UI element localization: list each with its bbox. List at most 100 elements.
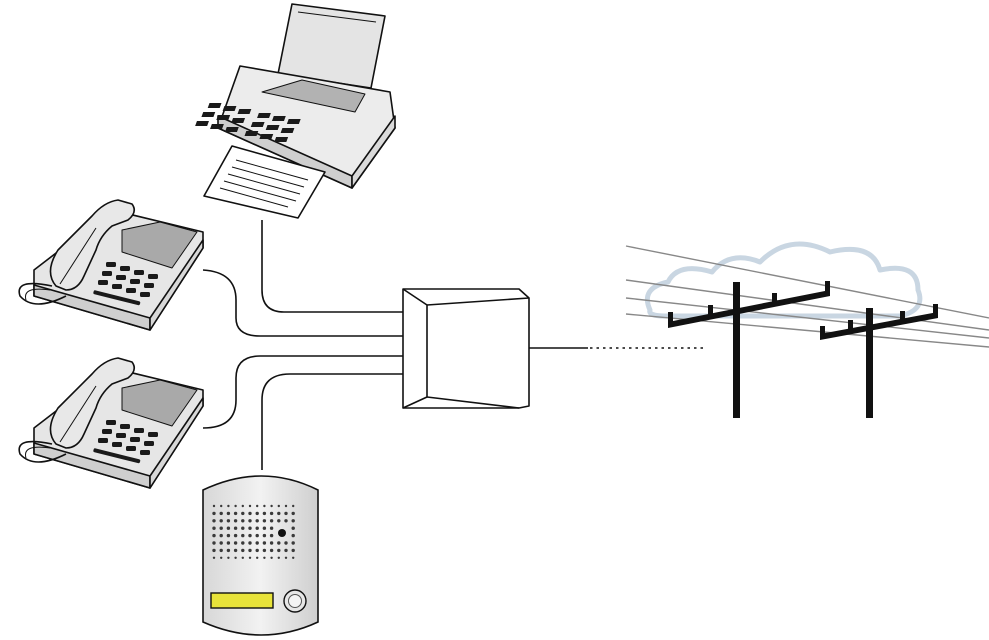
grille-hole [212,541,216,545]
grille-hole [269,548,274,553]
grille-hole [219,533,223,538]
desk-telephone-1 [18,199,204,331]
grille-hole [277,511,281,516]
desk-telephone-2 [18,357,204,489]
grille-hole [219,526,223,530]
grille-hole [277,541,281,545]
grille-hole [291,526,295,530]
grille-hole [212,533,216,538]
grille-hole [212,526,216,530]
grille-hole [255,526,259,530]
grille-hole [263,504,266,508]
grille-hole [262,541,267,545]
grille-hole [284,504,288,508]
grille-hole [233,519,238,523]
cable-phone2 [202,355,403,429]
grille-hole [292,556,295,559]
grille-hole [212,519,216,523]
utility-pole-2 [820,304,938,418]
grille-hole [262,511,267,516]
fax-machine [195,3,396,219]
door-intercom-station [202,475,319,636]
cable-doorphone [261,373,403,470]
grille-hole [269,541,274,545]
grille-hole [219,511,223,516]
grille-hole [241,548,245,553]
grille-hole [262,519,267,523]
grille-hole [291,519,295,523]
grille-hole [227,504,230,508]
grille-hole [262,526,267,530]
grille-hole [256,504,259,508]
grille-hole [277,504,280,508]
grille-hole [241,556,244,559]
speaker-grille [212,504,295,559]
telephone-adapter-box [402,288,530,409]
grille-hole [248,556,252,559]
grille-hole [248,541,252,545]
grille-hole [284,511,288,516]
grille-hole [212,504,216,508]
grille-hole [284,548,288,553]
grille-hole [277,519,281,523]
grille-hole [233,526,238,530]
grille-hole [241,519,245,523]
grille-hole [248,504,252,508]
grille-hole [212,548,216,553]
grille-hole [277,556,280,559]
fax-keypad [195,103,301,142]
grille-hole [255,541,259,545]
telephone-pole-line [625,241,989,418]
camera-lens [278,529,286,537]
grille-hole [233,541,238,545]
grille-hole [269,526,274,530]
grille-hole [220,556,223,559]
grille-hole [291,548,295,553]
cable-fax [261,220,403,313]
grille-hole [255,533,259,538]
grille-hole [219,519,223,523]
grille-hole [212,556,216,559]
grille-hole [277,548,281,553]
grille-hole [226,541,231,545]
grille-hole [234,556,237,559]
grille-hole [233,548,238,553]
grille-hole [212,511,216,516]
grille-hole [248,548,252,553]
grille-hole [284,519,288,523]
grille-hole [291,541,295,545]
grille-hole [241,541,245,545]
grille-hole [234,504,237,508]
grille-hole [255,548,259,553]
name-plate [210,592,274,609]
grille-hole [269,533,274,538]
grille-hole [256,556,259,559]
grille-hole [226,511,231,516]
grille-hole [284,541,288,545]
grille-hole [292,504,295,508]
grille-hole [241,511,245,516]
grille-hole [263,556,266,559]
grille-hole [255,519,259,523]
grille-hole [262,548,267,553]
grille-hole [255,511,259,516]
grille-hole [269,519,274,523]
grille-hole [226,526,231,530]
grille-hole [248,511,252,516]
grille-hole [248,526,252,530]
grille-hole [241,526,245,530]
grille-hole [262,533,267,538]
grille-hole [233,511,238,516]
grille-hole [219,541,223,545]
grille-hole [220,504,223,508]
grille-hole [219,548,223,553]
grille-hole [270,556,273,559]
cables [202,220,705,470]
grille-hole [269,511,274,516]
utility-pole-1 [668,281,830,418]
grille-hole [226,533,231,538]
grille-hole [248,519,252,523]
grille-hole [226,548,231,553]
